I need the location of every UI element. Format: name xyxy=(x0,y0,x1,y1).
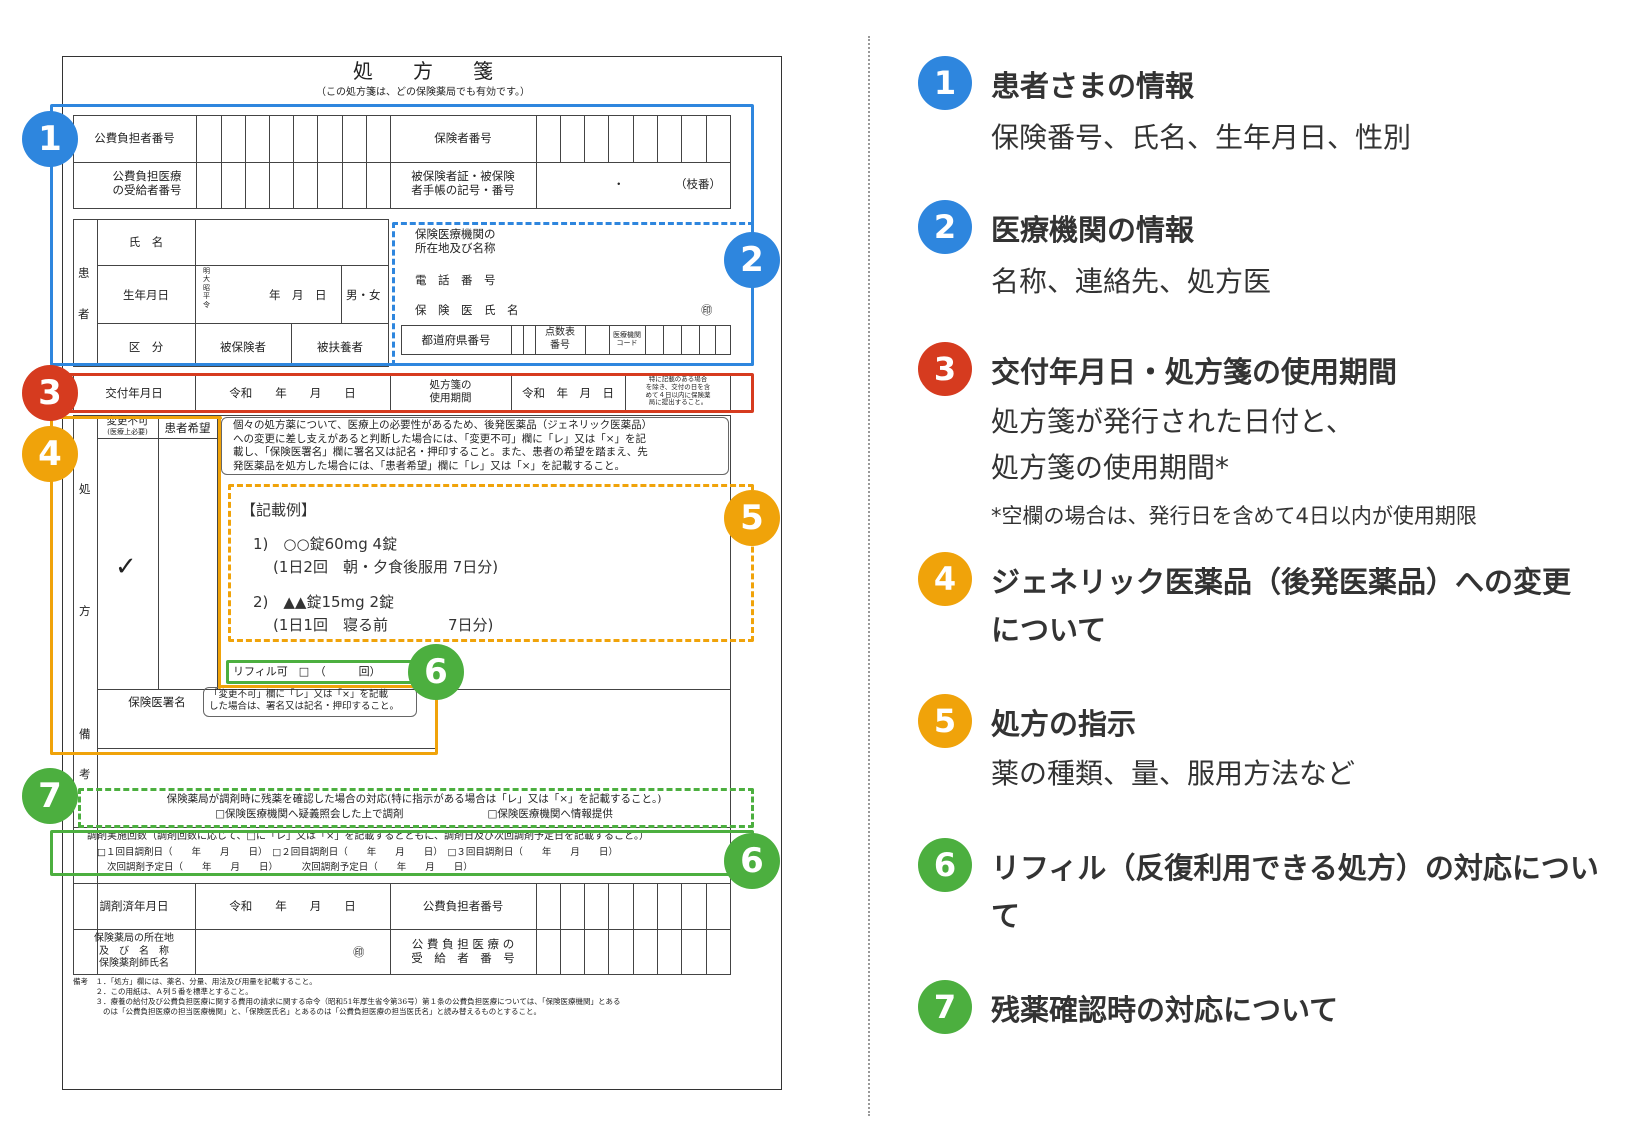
example-1-line1: 1) ○○錠60mg 4錠 xyxy=(253,535,398,553)
validity-label: 処方箋の 使用期間 xyxy=(429,379,472,405)
badge-6-dispense: 6 xyxy=(724,833,780,889)
legend-title-4: ジェネリック医薬品（後発医薬品）への変更について xyxy=(991,565,1572,647)
pharmacy-seal: ㊞ xyxy=(353,945,365,959)
recipient-number-label: 公費負担医療 の受給者番号 xyxy=(112,169,182,198)
dotted-divider xyxy=(868,36,870,1116)
dependent-label: 被扶養者 xyxy=(317,340,363,354)
legend-desc-3a: 処方箋が発行された日付と、 xyxy=(991,405,1354,438)
badge-5: 5 xyxy=(724,490,780,546)
legend-title-7: 残薬確認時の対応について xyxy=(991,993,1339,1027)
legend-number-1: 1 xyxy=(918,56,972,110)
dispensed-date-label: 調剤済年月日 xyxy=(99,899,169,913)
legend-title-3: 交付年月日・処方箋の使用期間 xyxy=(991,355,1398,389)
doctor-sign-label: 保険医署名 xyxy=(128,695,186,709)
birth-label: 生年月日 xyxy=(123,288,169,302)
insurer-number-label: 保険者番号 xyxy=(434,131,492,145)
highlight-4-generic-bottom xyxy=(50,685,438,755)
doctor-seal: ㊞ xyxy=(701,303,713,317)
example-title: 【記載例】 xyxy=(241,501,317,519)
remarks-vertical-1: 備 xyxy=(79,727,91,741)
era-list: 明 大 昭 平 令 xyxy=(203,267,210,309)
legend-title-2: 医療機関の情報 xyxy=(991,213,1195,247)
sex-label: 男・女 xyxy=(346,288,381,302)
prefecture-label: 都道府県番号 xyxy=(421,333,491,347)
badge-2: 2 xyxy=(724,232,780,288)
name-label: 氏 名 xyxy=(128,235,164,249)
branch-label: （枝番） xyxy=(675,177,721,191)
dispensed-date-value: 令和 年 月 日 xyxy=(229,899,356,913)
highlight-6-refill xyxy=(226,660,416,684)
legend-title-1: 患者さまの情報 xyxy=(991,69,1195,103)
form-title: 処 方 箋 xyxy=(353,59,493,83)
dispense-line2: □１回目調剤日（ 年 月 日） □２回目調剤日（ 年 月 日） □３回目調剤日（… xyxy=(97,847,618,858)
insured-card-label: 被保険者証・被保険 者手帳の記号・番号 xyxy=(411,169,515,198)
example-2-line1: 2) ▲▲錠15mg 2錠 xyxy=(253,593,394,611)
legend-number-7: 7 xyxy=(918,980,972,1034)
legend-number-3: 3 xyxy=(918,342,972,396)
badge-1: 1 xyxy=(22,111,78,167)
insured-label: 被保険者 xyxy=(220,340,266,354)
issue-date-label: 交付年月日 xyxy=(105,386,163,400)
sign-note: 「変更不可」欄に「レ」又は「×」を記載 した場合は、署名又は記名・押印すること。 xyxy=(209,689,400,712)
highlight-3-issue-date xyxy=(50,373,754,413)
badge-7: 7 xyxy=(22,768,78,824)
legend-title-6: リフィル（反復利用できる処方）の対応について xyxy=(991,851,1599,933)
legend-desc-5: 薬の種類、量、服用方法など xyxy=(991,757,1356,790)
footnote: 備考 １．「処方」欄には、薬名、分量、用法及び用量を記載すること。 ２．この用紙… xyxy=(73,977,621,1017)
badge-4: 4 xyxy=(22,426,78,482)
legend-number-6: 6 xyxy=(918,838,972,892)
dispense-line3: 次回調剤予定日（ 年 月 日） 次回調剤予定日（ 年 月 日） xyxy=(107,862,473,873)
clinic-address-label: 保険医療機関の 所在地及び名称 xyxy=(415,227,496,256)
doctor-name-label: 保 険 医 氏 名 xyxy=(415,303,519,317)
pharmacy-label: 保険薬局の所在地 及 び 名 称 保険薬剤師氏名 xyxy=(94,933,174,969)
legend-desc-1: 保険番号、氏名、生年月日、性別 xyxy=(991,121,1412,154)
legend-desc-2: 名称、連絡先、処方医 xyxy=(991,265,1272,298)
recipient-number-label-2: 公 費 負 担 医 療 の 受 給 者 番 号 xyxy=(411,937,515,966)
refill-label: リフィル可 □ （ 回） xyxy=(233,665,381,678)
no-change-sub: (医療上必要) xyxy=(107,428,148,436)
remarks-vertical-2: 考 xyxy=(79,767,91,781)
badge-3: 3 xyxy=(22,365,78,421)
legend-number-2: 2 xyxy=(918,200,972,254)
clinic-code-table xyxy=(401,325,731,355)
leftover-line2: □保険医療機関へ疑義照会した上で調剤 □保険医療機関へ情報提供 xyxy=(215,808,613,820)
example-1-line2: (1日2回 朝・夕食後服用 7日分) xyxy=(273,558,499,576)
patient-table xyxy=(73,219,389,367)
legend-number-4: 4 xyxy=(918,552,972,606)
example-2-line2: (1日1回 寝る前 7日分) xyxy=(273,616,494,634)
legend-number-5: 5 xyxy=(918,694,972,748)
payer-number-label: 公費負担者番号 xyxy=(94,131,175,145)
generic-note: 個々の処方薬について、医療上の必要性があるため、後発医薬品（ジェネリック医薬品）… xyxy=(233,419,653,472)
patient-vertical-label: 患 者 xyxy=(78,266,90,322)
form-subtitle: （この処方箋は、どの保険薬局でも有効です。） xyxy=(316,87,530,98)
point-table-label: 点数表 番号 xyxy=(545,327,575,351)
highlight-6-dispense xyxy=(50,830,754,876)
clinic-code-label: 医療機関 コード xyxy=(613,331,641,348)
birth-ymd: 年 月 日 xyxy=(269,288,327,302)
highlight-7-leftover xyxy=(78,788,754,828)
dispense-line1: 調剤実施回数（調剤回数に応じて、□に「レ」又は「×」を記載するとともに、調剤日及… xyxy=(87,831,650,842)
payer-number-label-2: 公費負担者番号 xyxy=(422,899,504,913)
badge-6-refill: 6 xyxy=(408,644,464,700)
highlight-2-clinic xyxy=(392,222,754,366)
leftover-line1: 保険薬局が調剤時に残薬を確認した場合の対応(特に指示がある場合は「レ」又は「×」… xyxy=(166,793,662,805)
legend-note-3: *空欄の場合は、発行日を含めて4日以内が使用期限 xyxy=(991,504,1477,528)
validity-value: 令和 年 月 日 xyxy=(522,386,614,400)
validity-note: 特に記載のある場合 を除き、交付の日を含 めて４日以内に保険薬 局に提出すること… xyxy=(645,375,711,407)
highlight-5-prescription xyxy=(228,484,754,642)
prescription-form: 処 方 箋 （この処方箋は、どの保険薬局でも有効です。） 公費負担者番号 保険者… xyxy=(62,56,782,1090)
category-label: 区 分 xyxy=(128,340,164,354)
issue-date-value: 令和 年 月 日 xyxy=(229,386,356,400)
legend-title-5: 処方の指示 xyxy=(991,707,1137,741)
legend-desc-3b: 処方箋の使用期間* xyxy=(991,451,1230,484)
phone-label: 電 話 番 号 xyxy=(415,273,496,287)
patient-wish-label: 患者希望 xyxy=(164,421,211,435)
check-mark-icon: ✓ xyxy=(115,552,137,582)
